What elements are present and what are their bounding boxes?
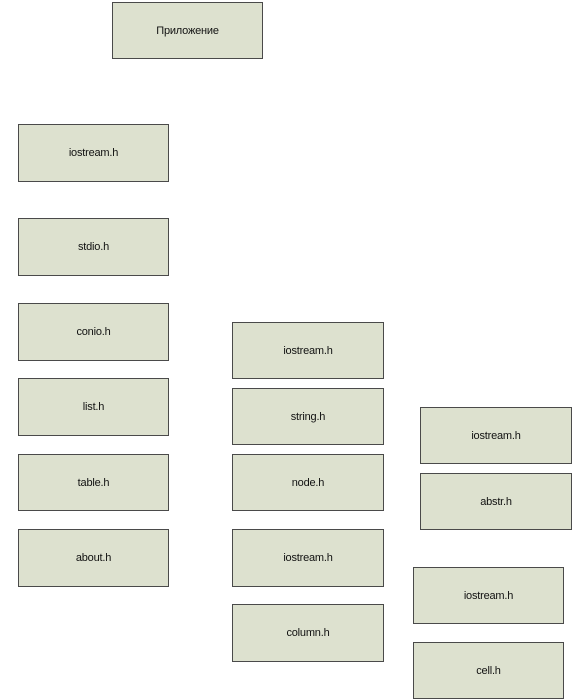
node-label: list.h xyxy=(82,401,105,413)
node-label: abstr.h xyxy=(480,495,512,508)
node-label: iostream.h xyxy=(68,147,119,159)
node-label: about.h xyxy=(75,552,112,564)
node-iostream-h: iostream.h xyxy=(18,124,169,182)
node-column-h: column.h xyxy=(232,604,384,662)
node-iostream-h: iostream.h xyxy=(232,529,384,587)
node-node-h: node.h xyxy=(232,454,384,511)
node-label: iostream.h xyxy=(283,552,333,564)
node-conio-h: conio.h xyxy=(18,303,169,361)
node-cell-h: cell.h xyxy=(413,642,564,699)
node-label: table.h xyxy=(77,476,110,489)
node-string-h: string.h xyxy=(232,388,384,445)
node-label: column.h xyxy=(286,627,330,639)
node-abstr-h: abstr.h xyxy=(420,473,572,530)
node-label: node.h xyxy=(291,476,325,489)
node-label: string.h xyxy=(290,410,326,423)
node-iostream-h: iostream.h xyxy=(420,407,572,464)
node-label: cell.h xyxy=(476,664,501,677)
node-table-h: table.h xyxy=(18,454,169,511)
node-label: iostream.h xyxy=(283,344,333,357)
node-label: iostream.h xyxy=(463,589,514,602)
node-label: conio.h xyxy=(76,326,111,338)
node-label: Приложение xyxy=(156,24,219,37)
node-stdio-h: stdio.h xyxy=(18,218,169,276)
node-list-h: list.h xyxy=(18,378,169,436)
node-about-h: about.h xyxy=(18,529,169,587)
node-iostream-h: iostream.h xyxy=(232,322,384,379)
node-application: Приложение xyxy=(112,2,263,59)
node-label: stdio.h xyxy=(77,241,109,253)
node-iostream-h: iostream.h xyxy=(413,567,564,624)
node-label: iostream.h xyxy=(471,429,521,442)
